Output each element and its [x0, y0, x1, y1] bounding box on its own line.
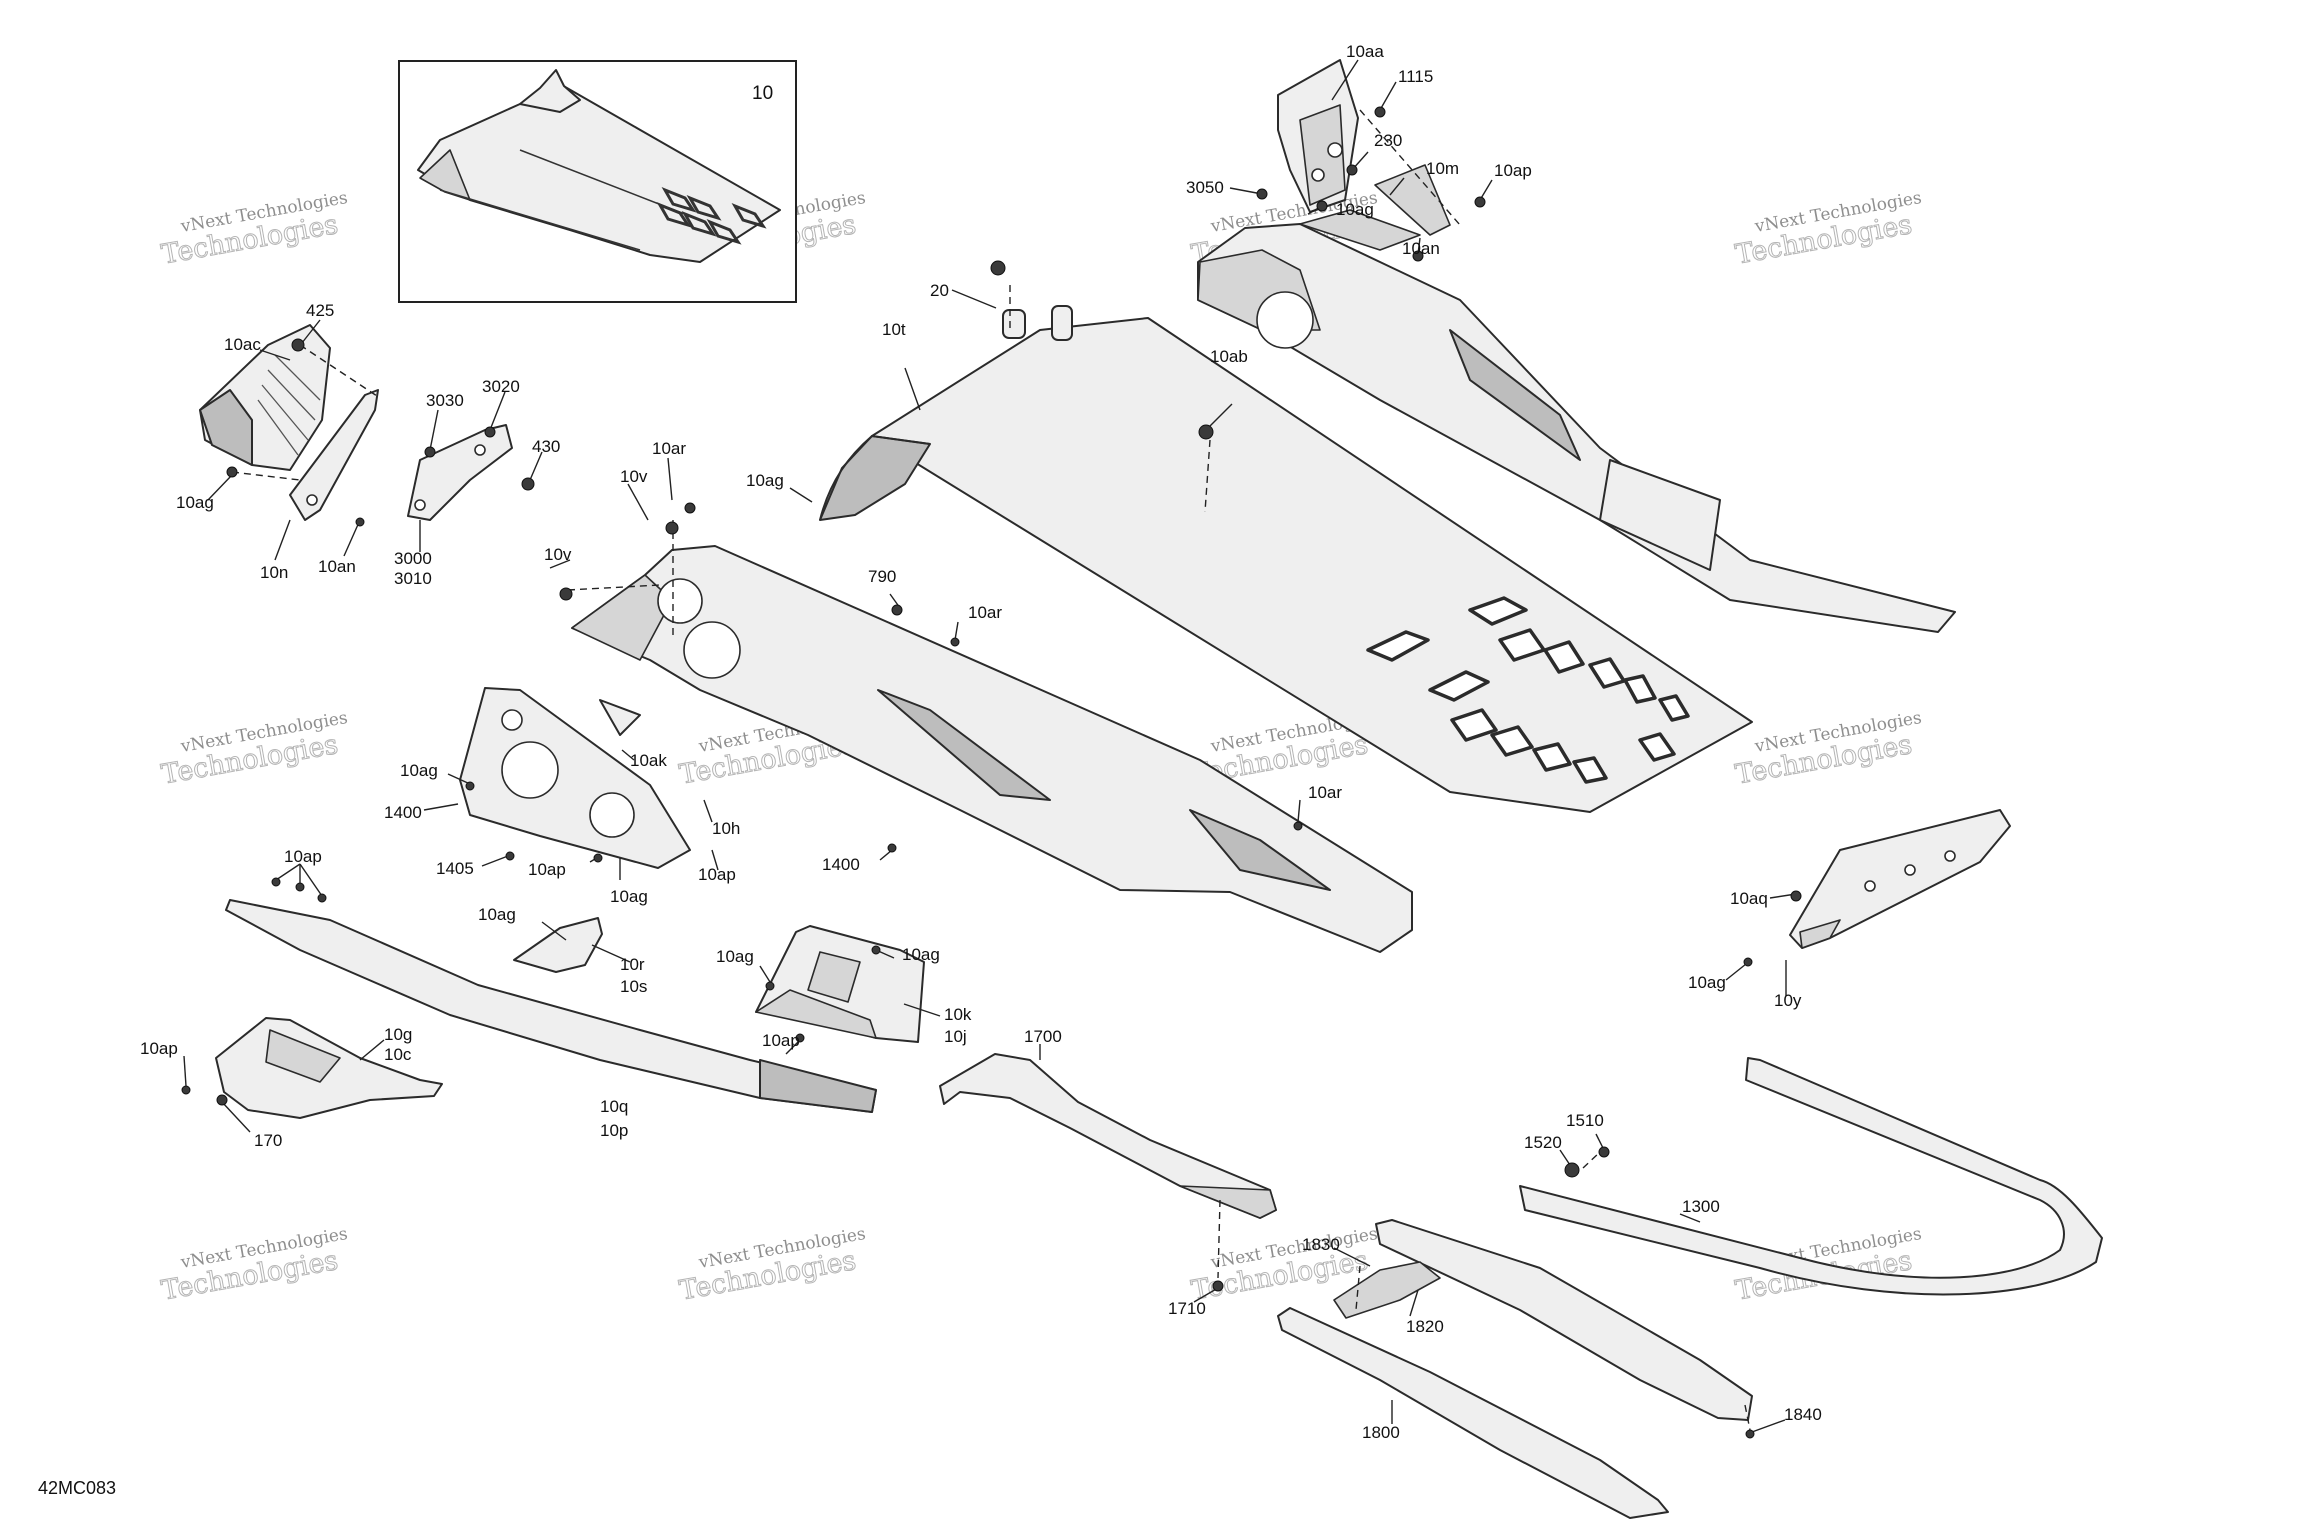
callout-10ap-1: 10ap: [1494, 161, 1532, 180]
part-10n-strut: [289, 389, 379, 521]
callout-10p: 10p: [600, 1121, 628, 1140]
callout-10t: 10t: [882, 320, 906, 339]
callout-10g: 10g: [384, 1025, 412, 1044]
callout-10an-2: 10an: [318, 557, 356, 576]
callout-1700: 1700: [1024, 1027, 1062, 1046]
callout-labels: 10aa 1115 230 10m 10ap 3050 10ag 10an 20 10t 10ab 4…: [140, 42, 1822, 1442]
callout-3010: 3010: [394, 569, 432, 588]
callout-1820: 1820: [1406, 1317, 1444, 1336]
callout-10ab: 10ab: [1210, 347, 1248, 366]
part-10k-bracket: [755, 925, 925, 1043]
callout-1400-2: 1400: [822, 855, 860, 874]
callout-10ag-8: 10ag: [902, 945, 940, 964]
callout-10ag-4: 10ag: [400, 761, 438, 780]
callout-1830: 1830: [1302, 1235, 1340, 1254]
callout-3020: 3020: [482, 377, 520, 396]
callout-10ar-3: 10ar: [1308, 783, 1342, 802]
callout-430: 430: [532, 437, 560, 456]
callout-1115: 1115: [1398, 67, 1433, 86]
callout-10ag-6: 10ag: [1688, 973, 1726, 992]
callout-10ag-2: 10ag: [176, 493, 214, 512]
callout-10q: 10q: [600, 1097, 628, 1116]
callout-10an-1: 10an: [1402, 239, 1440, 258]
callout-10aa-1: 10aa: [1346, 42, 1384, 61]
callout-170: 170: [254, 1131, 282, 1150]
callout-10v-1: 10v: [620, 467, 648, 486]
figure-code: 42MC083: [38, 1478, 116, 1498]
callout-230: 230: [1374, 131, 1402, 150]
callout-10ag-3: 10ag: [746, 471, 784, 490]
callout-10ak: 10ak: [630, 751, 667, 770]
callout-10aq: 10aq: [1730, 889, 1768, 908]
callout-425: 425: [306, 301, 334, 320]
callout-10ag-9: 10ag: [716, 947, 754, 966]
part-10aa-bracket: [1277, 59, 1451, 236]
callout-1510: 1510: [1566, 1111, 1604, 1130]
callout-20: 20: [930, 281, 949, 300]
callout-1400-1: 1400: [384, 803, 422, 822]
callout-10r: 10r: [620, 955, 645, 974]
callout-10ag-1: 10ag: [1336, 200, 1374, 219]
part-10r-bracket: [513, 917, 603, 973]
inset-frame-drawing: [417, 69, 781, 263]
callout-1300: 1300: [1682, 1197, 1720, 1216]
callout-10ap-5: 10ap: [762, 1031, 800, 1050]
part-10q-rail: [225, 899, 877, 1113]
callout-10n: 10n: [260, 563, 288, 582]
callout-10j: 10j: [944, 1027, 967, 1046]
callout-10c: 10c: [384, 1045, 412, 1064]
part-10g-skid-plate: [215, 1017, 443, 1119]
callout-10y: 10y: [1774, 991, 1802, 1010]
part-10t-tunnel-plate: [819, 305, 1753, 813]
callout-10ac: 10ac: [224, 335, 261, 354]
part-10ac-panel: [199, 324, 331, 471]
callout-1710: 1710: [1168, 1299, 1206, 1318]
callout-1520: 1520: [1524, 1133, 1562, 1152]
callout-790: 790: [868, 567, 896, 586]
part-1800-runner: [1277, 1307, 1669, 1519]
part-1700-runner: [939, 1053, 1277, 1219]
callout-10ar-1: 10ar: [652, 439, 686, 458]
callout-1840: 1840: [1784, 1405, 1822, 1424]
part-10y-rail: [1789, 809, 2011, 949]
callout-10k: 10k: [944, 1005, 972, 1024]
callout-10ag-7: 10ag: [478, 905, 516, 924]
part-left-tunnel-side: [571, 545, 1413, 953]
callout-3030: 3030: [426, 391, 464, 410]
callout-1405: 1405: [436, 859, 474, 878]
tunnel-slot-pattern: [1366, 596, 1690, 784]
part-right-side-rail: [1197, 209, 1956, 633]
part-10h-plate: [459, 687, 691, 869]
callout-10h: 10h: [712, 819, 740, 838]
inset-label: 10: [752, 83, 773, 104]
callout-10s: 10s: [620, 977, 647, 996]
callout-3050: 3050: [1186, 178, 1224, 197]
callout-10ap-3: 10ap: [698, 865, 736, 884]
callout-10ap-6: 10ap: [140, 1039, 178, 1058]
callout-10m: 10m: [1426, 159, 1459, 178]
callout-10v-2: 10v: [544, 545, 572, 564]
inset-assembly-10: 10: [398, 60, 797, 303]
callout-10ag-5: 10ag: [610, 887, 648, 906]
callout-1800: 1800: [1362, 1423, 1400, 1442]
callout-10ar-2: 10ar: [968, 603, 1002, 622]
fasteners: [181, 106, 1802, 1439]
callout-10ap-2: 10ap: [528, 860, 566, 879]
callout-3000: 3000: [394, 549, 432, 568]
part-1300-bumper: [1519, 1057, 2103, 1296]
part-3000-strut: [407, 424, 513, 521]
callout-10ap-4: 10ap: [284, 847, 322, 866]
